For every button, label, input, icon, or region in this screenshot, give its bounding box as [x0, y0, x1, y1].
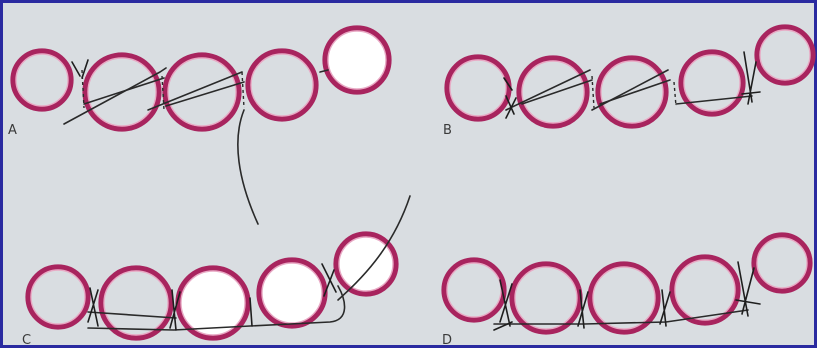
- ring-highlight: [180, 270, 246, 336]
- ring: [444, 54, 512, 122]
- suture-thread: [599, 79, 671, 105]
- suture-running-thread: [493, 309, 749, 325]
- panel-d: D: [441, 232, 813, 348]
- panel-d-rings: [441, 232, 813, 335]
- suture-thread: [83, 77, 165, 105]
- ring: [595, 55, 669, 129]
- ring: [441, 257, 507, 323]
- panel-b: B: [443, 24, 816, 138]
- suture-knot: [505, 95, 517, 119]
- panel-c: C: [22, 195, 411, 348]
- suture-thread: [591, 69, 669, 111]
- suture-thread: [87, 311, 177, 319]
- ring-highlight: [15, 53, 69, 107]
- panel-label-d: D: [442, 333, 452, 348]
- ring-highlight: [87, 57, 157, 127]
- ring-highlight: [592, 266, 656, 330]
- suture-knot: [249, 297, 253, 327]
- suture-dashed: [673, 81, 677, 107]
- ring-open: [333, 231, 399, 297]
- suture-thread: [505, 69, 591, 111]
- ring: [587, 261, 661, 335]
- suture-thread: [63, 67, 167, 125]
- ring: [98, 265, 174, 341]
- ring-highlight: [261, 262, 323, 324]
- ring-highlight: [167, 57, 237, 127]
- ring-highlight: [683, 54, 741, 112]
- suture-knot: [71, 59, 89, 79]
- suture-running-thread: [87, 285, 346, 331]
- ring-highlight: [756, 237, 808, 289]
- suture-knot: [741, 51, 761, 105]
- ring-highlight: [449, 59, 507, 117]
- ring-highlight: [674, 259, 736, 321]
- ring-open: [256, 257, 328, 329]
- panel-b-rings: [444, 24, 816, 129]
- ring-highlight: [521, 60, 585, 124]
- suture-thread: [319, 69, 329, 73]
- suture-knot: [321, 263, 337, 297]
- ring-highlight: [514, 266, 578, 330]
- suture-thread: [165, 81, 245, 107]
- panel-a-sutures: [63, 59, 329, 225]
- panel-label-c: C: [22, 333, 31, 348]
- suture-thread: [147, 71, 243, 111]
- ring: [669, 254, 741, 326]
- suture-thread-tail: [337, 195, 411, 301]
- suture-thread-tail: [237, 109, 259, 225]
- panel-c-rings: [25, 231, 399, 341]
- panel-c-sutures: [87, 195, 411, 331]
- ring-highlight: [446, 262, 502, 318]
- panel-b-sutures: [503, 51, 761, 119]
- ring-highlight: [103, 270, 169, 336]
- suture-knot: [659, 289, 671, 327]
- suture-knot: [577, 289, 589, 329]
- ring: [751, 232, 813, 294]
- suture-thread: [675, 95, 753, 105]
- ring: [245, 48, 319, 122]
- ring: [509, 261, 583, 335]
- ring: [25, 264, 91, 330]
- suture-knot: [493, 279, 513, 331]
- suture-knot: [735, 261, 761, 317]
- suture-knot: [87, 287, 99, 327]
- ring: [754, 24, 816, 86]
- ring: [10, 48, 74, 112]
- ring: [162, 52, 242, 132]
- panel-label-a: A: [8, 123, 17, 138]
- suture-knot: [169, 289, 181, 331]
- panel-a-rings: [10, 25, 392, 132]
- ring-highlight: [30, 269, 86, 325]
- ring-open: [175, 265, 251, 341]
- panel-a: A: [8, 25, 392, 225]
- suture-dashed: [591, 75, 595, 109]
- ring-highlight: [759, 29, 811, 81]
- panel-d-sutures: [493, 261, 761, 331]
- ring-highlight: [327, 30, 387, 90]
- suture-thread: [521, 79, 593, 105]
- ring-highlight: [600, 60, 664, 124]
- suture-knot: [503, 77, 513, 91]
- ring: [82, 52, 162, 132]
- ring-open: [322, 25, 392, 95]
- ring-highlight: [338, 236, 394, 292]
- panel-label-b: B: [443, 123, 452, 138]
- ring: [516, 55, 590, 129]
- suture-dashed: [241, 71, 245, 109]
- ring-highlight: [250, 53, 314, 117]
- ring: [678, 49, 746, 117]
